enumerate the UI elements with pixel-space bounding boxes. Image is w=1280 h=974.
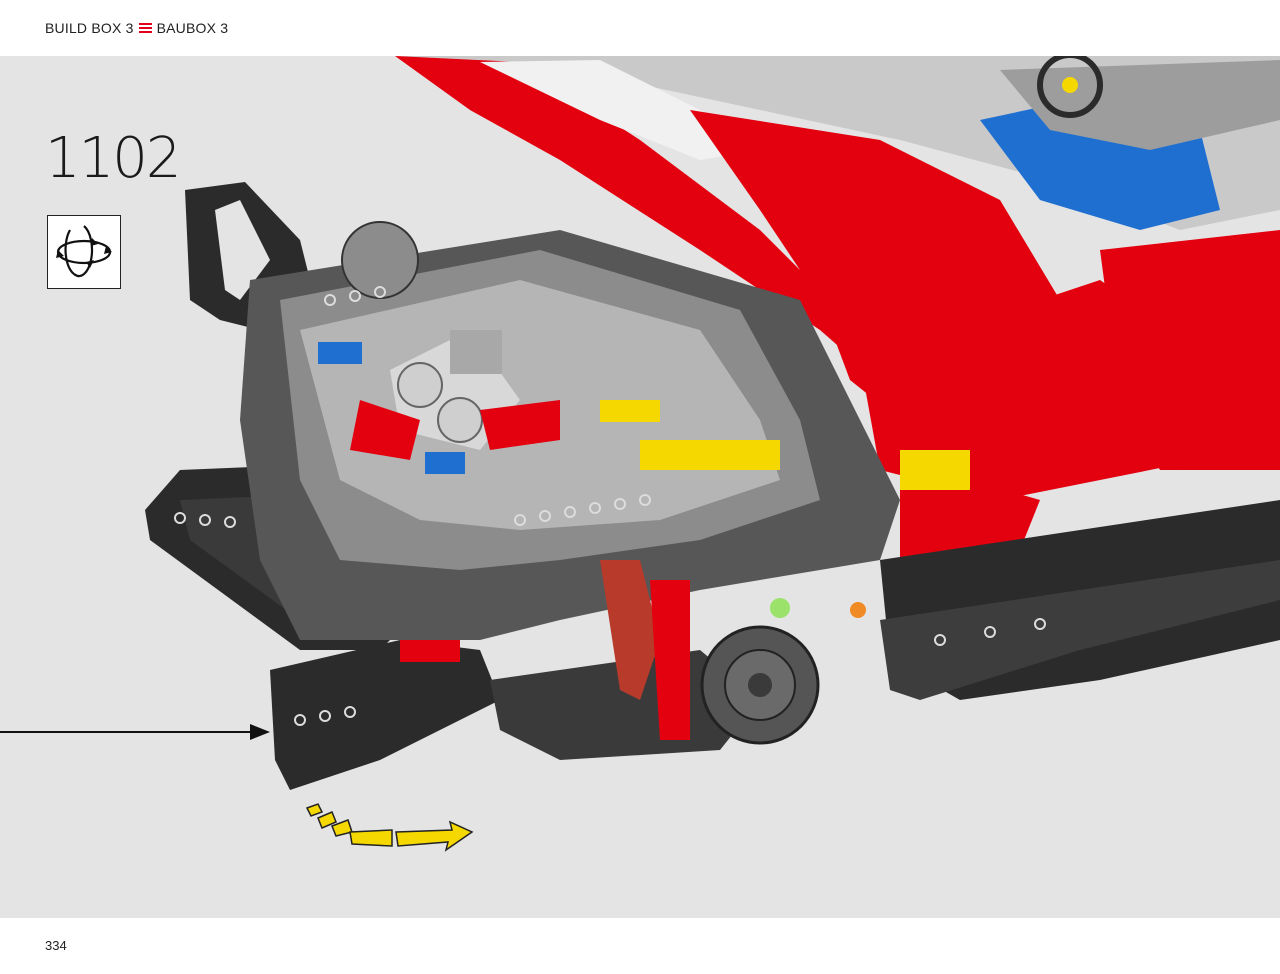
build-box-en: BUILD BOX 3 (45, 20, 134, 36)
rotate-model-icon (56, 225, 112, 278)
instruction-stage: 1102 (0, 56, 1280, 918)
lego-model-illustration (0, 56, 1280, 852)
red-body (395, 56, 1280, 650)
build-box-label: BUILD BOX 3 BAUBOX 3 (45, 20, 228, 36)
menu-lines-icon (138, 21, 152, 35)
page-header: BUILD BOX 3 BAUBOX 3 (0, 0, 1280, 56)
build-box-de: BAUBOX 3 (156, 20, 229, 36)
step-number: 1102 (45, 126, 182, 191)
page-footer: 334 (0, 918, 1280, 974)
peg-holes (174, 286, 1046, 726)
curved-arrow-icon (305, 803, 474, 852)
page-number: 334 (45, 938, 67, 953)
colored-details (318, 221, 970, 745)
rotate-model-callout (47, 215, 121, 289)
arrow-right-icon (0, 724, 270, 740)
